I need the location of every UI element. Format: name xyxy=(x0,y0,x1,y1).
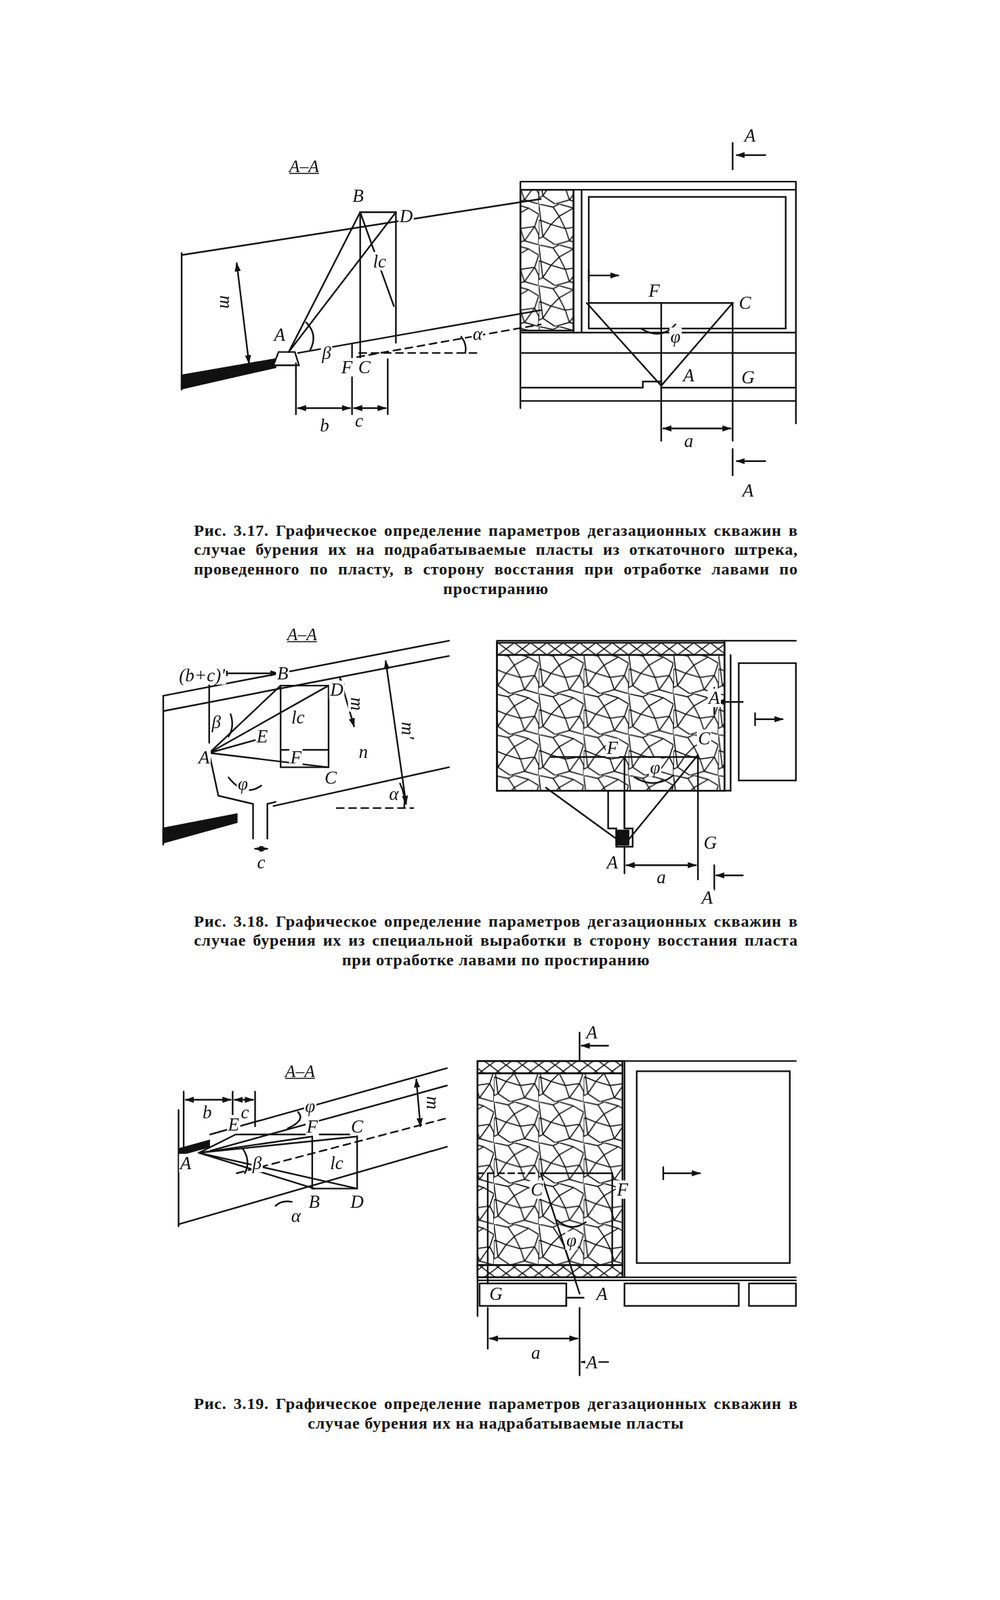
point-label: α xyxy=(289,1207,302,1226)
point-label: G xyxy=(702,833,719,852)
point-label: D xyxy=(349,1193,366,1212)
point-label: b xyxy=(201,1102,213,1122)
section-fig19 xyxy=(178,1068,448,1227)
point-label: a xyxy=(529,1344,542,1363)
plan-fig19 xyxy=(477,1032,797,1376)
point-label: F xyxy=(305,1117,320,1136)
point-label: β xyxy=(321,344,333,363)
point-label: C xyxy=(529,1180,545,1200)
point-label: lc xyxy=(371,252,388,271)
dimension-label: m' xyxy=(399,720,418,740)
point-label: E xyxy=(255,727,269,746)
point-label: G xyxy=(740,368,757,387)
point-label: φ xyxy=(649,758,662,777)
point-label: φ xyxy=(304,1096,317,1116)
point-label: C xyxy=(697,729,712,748)
point-label: A xyxy=(585,1352,599,1372)
point-label: A xyxy=(743,126,757,145)
point-label: E xyxy=(226,1115,241,1134)
plan-fig18 xyxy=(496,640,796,890)
dimension-label: m xyxy=(423,1095,442,1112)
point-label: A xyxy=(585,1023,599,1043)
plan-fig17 xyxy=(520,142,797,476)
point-label: b xyxy=(319,415,331,435)
point-label: C xyxy=(323,768,338,787)
point-label: F xyxy=(647,281,662,301)
figure-caption: Рис. 3.17. Графическое определение парам… xyxy=(193,520,799,598)
point-label: C xyxy=(357,358,372,377)
point-label: β xyxy=(251,1153,263,1173)
point-label: B xyxy=(275,663,290,683)
point-label: α xyxy=(471,324,484,343)
point-label: φ xyxy=(236,774,249,793)
point-label: α xyxy=(388,784,400,803)
point-label: C xyxy=(737,294,753,313)
dimension-label: m xyxy=(348,696,367,713)
point-label: A xyxy=(700,888,715,908)
point-label: D xyxy=(329,680,345,700)
figure-caption: Рис. 3.19. Графическое определение парам… xyxy=(193,1393,799,1433)
section-title: A–A xyxy=(283,1063,316,1081)
point-label: c xyxy=(256,852,267,872)
section-fig17 xyxy=(181,199,541,415)
point-label: C xyxy=(350,1117,365,1136)
point-label: B xyxy=(307,1193,322,1212)
point-label: F xyxy=(615,1180,630,1200)
point-label: A xyxy=(605,852,620,872)
point-label: A xyxy=(707,689,721,708)
point-label: c xyxy=(354,411,365,430)
point-label: A xyxy=(682,366,696,385)
point-label: lc xyxy=(289,707,306,727)
point-label: (b+c)' xyxy=(178,665,227,685)
point-label: F xyxy=(340,358,354,377)
point-label: D xyxy=(398,207,414,226)
section-title: A–A xyxy=(285,626,318,644)
point-label: a xyxy=(682,431,695,450)
point-label: φ xyxy=(565,1231,578,1250)
point-label: G xyxy=(488,1284,505,1303)
point-label: lc xyxy=(329,1153,345,1173)
point-label: A xyxy=(273,325,287,344)
section-fig18 xyxy=(163,640,450,849)
point-label: A xyxy=(178,1153,193,1173)
point-label: β xyxy=(210,713,223,732)
point-label: A xyxy=(741,481,755,500)
point-label: n xyxy=(357,742,370,761)
dimension-label: m xyxy=(217,294,236,311)
point-label: A xyxy=(595,1284,610,1303)
point-label: φ xyxy=(669,327,682,346)
point-label: B xyxy=(351,186,366,206)
point-label: a xyxy=(655,868,668,887)
point-label: F xyxy=(605,738,620,757)
point-label: A xyxy=(197,747,211,767)
figure-caption: Рис. 3.18. Графическое определение парам… xyxy=(193,911,799,970)
point-label: F xyxy=(289,747,303,767)
section-title: A–A xyxy=(287,157,320,176)
point-label: c xyxy=(239,1102,250,1122)
